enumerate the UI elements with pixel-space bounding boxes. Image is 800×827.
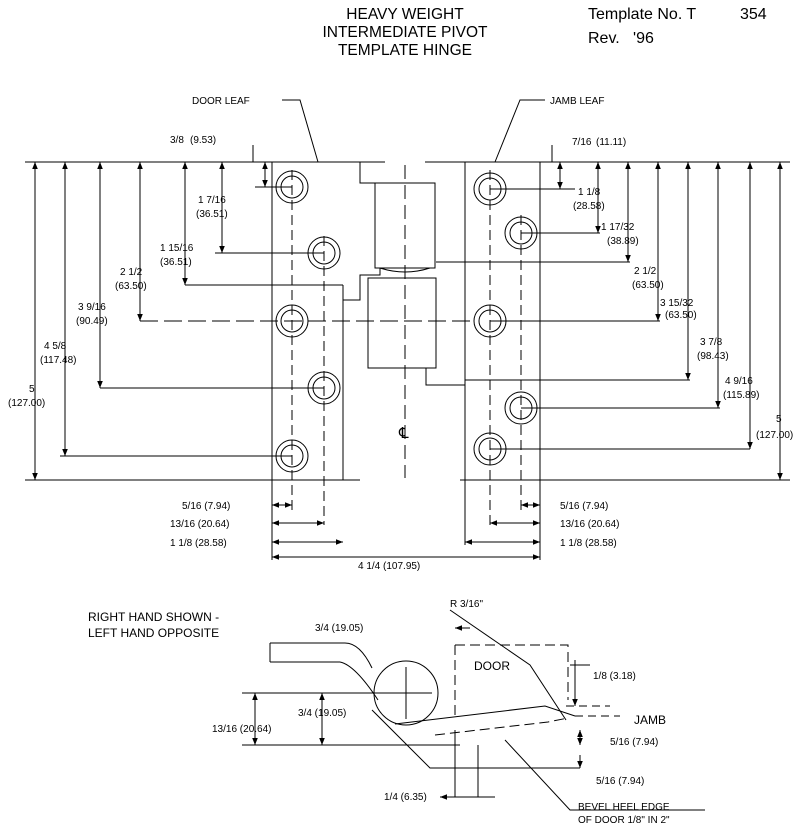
dim-2-1-2-mm: (63.50) (115, 281, 147, 292)
bevel-note-line-1: BEVEL HEEL EDGE (578, 802, 670, 813)
plan-view-labels: RIGHT HAND SHOWN - LEFT HAND OPPOSITE R … (88, 599, 670, 826)
jamb-leaf-leader (494, 99, 545, 163)
drawing-title: HEAVY WEIGHT INTERMEDIATE PIVOT TEMPLATE… (300, 6, 510, 60)
dim-3-8-mm: (9.53) (190, 135, 216, 146)
dim-1-7-16-mm: (36.51) (196, 209, 228, 220)
dim-13-16-plan: 13/16 (20.64) (212, 724, 272, 735)
dim-5-16-plan-a: 5/16 (7.94) (610, 737, 658, 748)
dim-3-7-8: 3 7/8 (700, 337, 723, 348)
dim-1-1-8-mm: (28.58) (573, 201, 605, 212)
dim-5-16-right: 5/16 (7.94) (560, 501, 608, 512)
dim-1-7-16: 1 7/16 (198, 195, 226, 206)
dim-5-right: 5 (776, 414, 782, 425)
jamb-leaf-holes (473, 172, 538, 466)
dim-4-5-8: 4 5/8 (44, 341, 67, 352)
hand-note-line-2: LEFT HAND OPPOSITE (88, 626, 219, 640)
dim-5-left-mm: (127.00) (8, 398, 45, 409)
radius-label: R 3/16" (450, 599, 483, 610)
dim-1-17-32-mm: (38.89) (607, 236, 639, 247)
bottom-dimension-labels: 5/16 (7.94) 13/16 (20.64) 1 1/8 (28.58) … (170, 501, 620, 572)
jamb-leaf-label: JAMB LEAF (550, 96, 604, 107)
dim-1-1-8-right: 1 1/8 (28.58) (560, 538, 617, 549)
dim-5-16-plan-b: 5/16 (7.94) (596, 776, 644, 787)
left-dimension-labels: 3/8 (9.53) 1 7/16 (36.51) 1 15/16 (36.51… (8, 135, 228, 409)
dim-7-16-mm: (11.11) (596, 137, 626, 148)
dim-3-9-16-mm: (90.49) (76, 316, 108, 327)
dim-2-1-2-right-mm: (63.50) (632, 280, 664, 291)
dim-2-1-2-right: 2 1/2 (634, 266, 657, 277)
dim-13-16-right: 13/16 (20.64) (560, 519, 620, 530)
title-line-1: HEAVY WEIGHT (346, 6, 464, 23)
dim-4-9-16: 4 9/16 (725, 376, 753, 387)
dim-13-16-left: 13/16 (20.64) (170, 519, 230, 530)
bevel-leader (504, 739, 705, 811)
dim-1-15-16: 1 15/16 (160, 243, 194, 254)
door-outline (455, 644, 569, 700)
jamb-label: JAMB (634, 713, 666, 727)
hand-note-line-1: RIGHT HAND SHOWN - (88, 610, 219, 624)
dim-5-16-left: 5/16 (7.94) (182, 501, 230, 512)
door-leaf-label: DOOR LEAF (192, 96, 250, 107)
door-label: DOOR (474, 659, 510, 673)
dim-3-15-32-mm: (63.50) (665, 310, 697, 321)
dim-mid-3-4: 3/4 (19.05) (298, 708, 346, 719)
template-number: 354 (740, 6, 767, 23)
dim-2-1-2: 2 1/2 (120, 267, 143, 278)
template-label: Template No. T (588, 6, 697, 23)
bevel-note-line-2: OF DOOR 1/8" IN 2" (578, 815, 670, 826)
dim-top-3-4: 3/4 (19.05) (315, 623, 363, 634)
door-leaf-leader (282, 99, 319, 163)
lower-knuckle (367, 277, 437, 369)
right-dimension-labels: 7/16 (11.11) 1 1/8 (28.58) 1 17/32 (38.8… (572, 137, 793, 441)
centerline-symbol: ℄ (398, 425, 409, 442)
dim-5-right-mm: (127.00) (756, 430, 793, 441)
dim-4-9-16-mm: (115.89) (723, 390, 760, 401)
dim-4-5-8-mm: (117.48) (40, 355, 77, 366)
dim-1-15-16-mm: (36.51) (160, 257, 192, 268)
dim-1-8: 1/8 (3.18) (593, 671, 636, 682)
plan-leaf-lower (371, 709, 545, 769)
dim-overall-width: 4 1/4 (107.95) (358, 561, 420, 572)
dim-1-1-8-left: 1 1/8 (28.58) (170, 538, 227, 549)
dim-7-16: 7/16 (572, 137, 592, 148)
knuckle-step-bottom (425, 368, 465, 386)
dim-1-4: 1/4 (6.35) (384, 792, 427, 803)
dim-5-left: 5 (29, 384, 35, 395)
dim-1-1-8: 1 1/8 (578, 187, 601, 198)
radius-leader (449, 609, 567, 721)
revision-label: Rev. '96 (588, 30, 654, 47)
dim-3-9-16: 3 9/16 (78, 302, 106, 313)
dim-3-8: 3/8 (170, 135, 184, 146)
plan-leaf-upper (270, 642, 373, 669)
dim-3-7-8-mm: (98.43) (697, 351, 729, 362)
dim-1-17-32: 1 17/32 (601, 222, 635, 233)
plan-view (242, 609, 705, 811)
title-line-3: TEMPLATE HINGE (337, 42, 473, 59)
dim-3-15-32: 3 15/32 (660, 298, 694, 309)
title-line-2: INTERMEDIATE PIVOT (322, 24, 488, 41)
